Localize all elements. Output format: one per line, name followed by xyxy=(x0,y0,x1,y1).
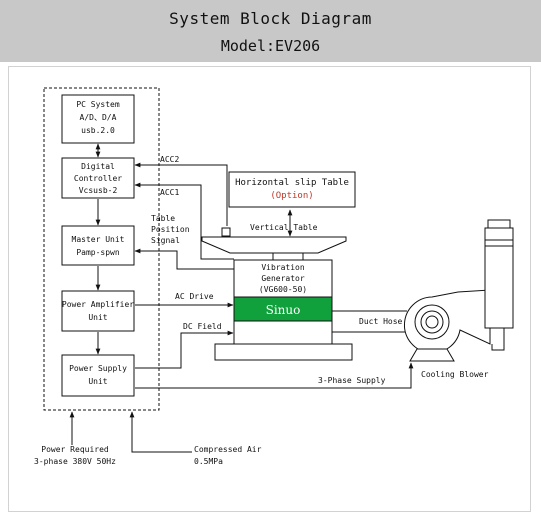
pc-line-3: usb.2.0 xyxy=(81,126,115,135)
table-pos-line-2: Position xyxy=(151,225,190,234)
generator-base xyxy=(214,343,353,361)
three-phase-line xyxy=(135,362,414,389)
acc1-line xyxy=(134,182,234,260)
dc-field-label: DC Field xyxy=(183,322,222,331)
digital-line-1: Digital xyxy=(81,162,115,171)
pc-line-2: A/D、D/A xyxy=(80,113,117,122)
acc2-line xyxy=(134,162,228,226)
generator-brand-band xyxy=(233,296,333,322)
table-position-line xyxy=(134,248,234,270)
slip-table-option: (Option) xyxy=(270,191,313,201)
chimney-cap xyxy=(487,219,511,229)
supply-line-1: Power Supply xyxy=(69,364,127,373)
ac-drive-label: AC Drive xyxy=(175,292,214,301)
diagram-frame xyxy=(8,66,531,512)
header-bar: System Block Diagram Model:EV206 xyxy=(0,0,541,62)
pc-system-block: PC System A/D、D/A usb.2.0 xyxy=(61,94,135,144)
power-required-line-1: Power Required xyxy=(41,445,109,454)
supply-line-2: Unit xyxy=(88,377,107,386)
master-line-1: Master Unit xyxy=(72,235,125,244)
cooling-blower-label: Cooling Blower xyxy=(421,370,489,379)
cooling-blower xyxy=(403,289,491,362)
control-cabinet-outline xyxy=(43,87,160,411)
power-required-line-2: 3-phase 380V 50Hz xyxy=(34,457,116,466)
table-pos-line-1: Table xyxy=(151,214,175,223)
three-phase-label: 3-Phase Supply xyxy=(318,376,386,385)
air-input-arrow xyxy=(129,411,192,453)
duct-hose-label: Duct Hose xyxy=(359,317,403,326)
master-unit-block: Master Unit Pamp-spwn xyxy=(61,225,135,266)
digital-line-3: Vcsusb-2 xyxy=(79,186,118,195)
master-line-2: Pamp-spwn xyxy=(76,248,120,257)
generator-body xyxy=(233,259,333,298)
acc2-sensor xyxy=(221,227,231,237)
power-supply-block: Power Supply Unit xyxy=(61,354,135,397)
slip-table-title: Horizontal slip Table xyxy=(235,178,349,188)
vertical-table-top xyxy=(201,236,347,254)
slip-table-box: Horizontal slip Table (Option) xyxy=(228,171,356,208)
digital-controller-block: Digital Controller Vcsusb-2 xyxy=(61,157,135,199)
acc2-label: ACC2 xyxy=(160,155,179,164)
power-amplifier-block: Power Amplifier Unit xyxy=(61,290,135,332)
table-neck xyxy=(272,252,304,261)
generator-line-2: Generator xyxy=(261,274,305,283)
table-pos-line-3: Signal xyxy=(151,236,180,245)
generator-brand: Sinuo xyxy=(266,303,301,317)
generator-lower xyxy=(233,320,333,345)
amp-line-1: Power Amplifier xyxy=(62,300,134,309)
dc-field-line xyxy=(135,330,234,369)
generator-line-1: Vibration xyxy=(261,263,305,272)
model-label: Model:EV206 xyxy=(220,37,321,55)
pc-line-1: PC System xyxy=(76,100,120,109)
acc1-label: ACC1 xyxy=(160,188,179,197)
compressed-air-line-2: 0.5MPa xyxy=(194,457,223,466)
digital-line-2: Controller xyxy=(74,174,122,183)
compressed-air-line-1: Compressed Air xyxy=(194,445,262,454)
generator-line-3: (VG600-50) xyxy=(259,285,307,294)
amp-line-2: Unit xyxy=(88,313,107,322)
vertical-table-label: Vertical Table xyxy=(250,223,318,232)
page-title: System Block Diagram xyxy=(169,9,372,28)
exhaust-chimney xyxy=(484,227,514,329)
